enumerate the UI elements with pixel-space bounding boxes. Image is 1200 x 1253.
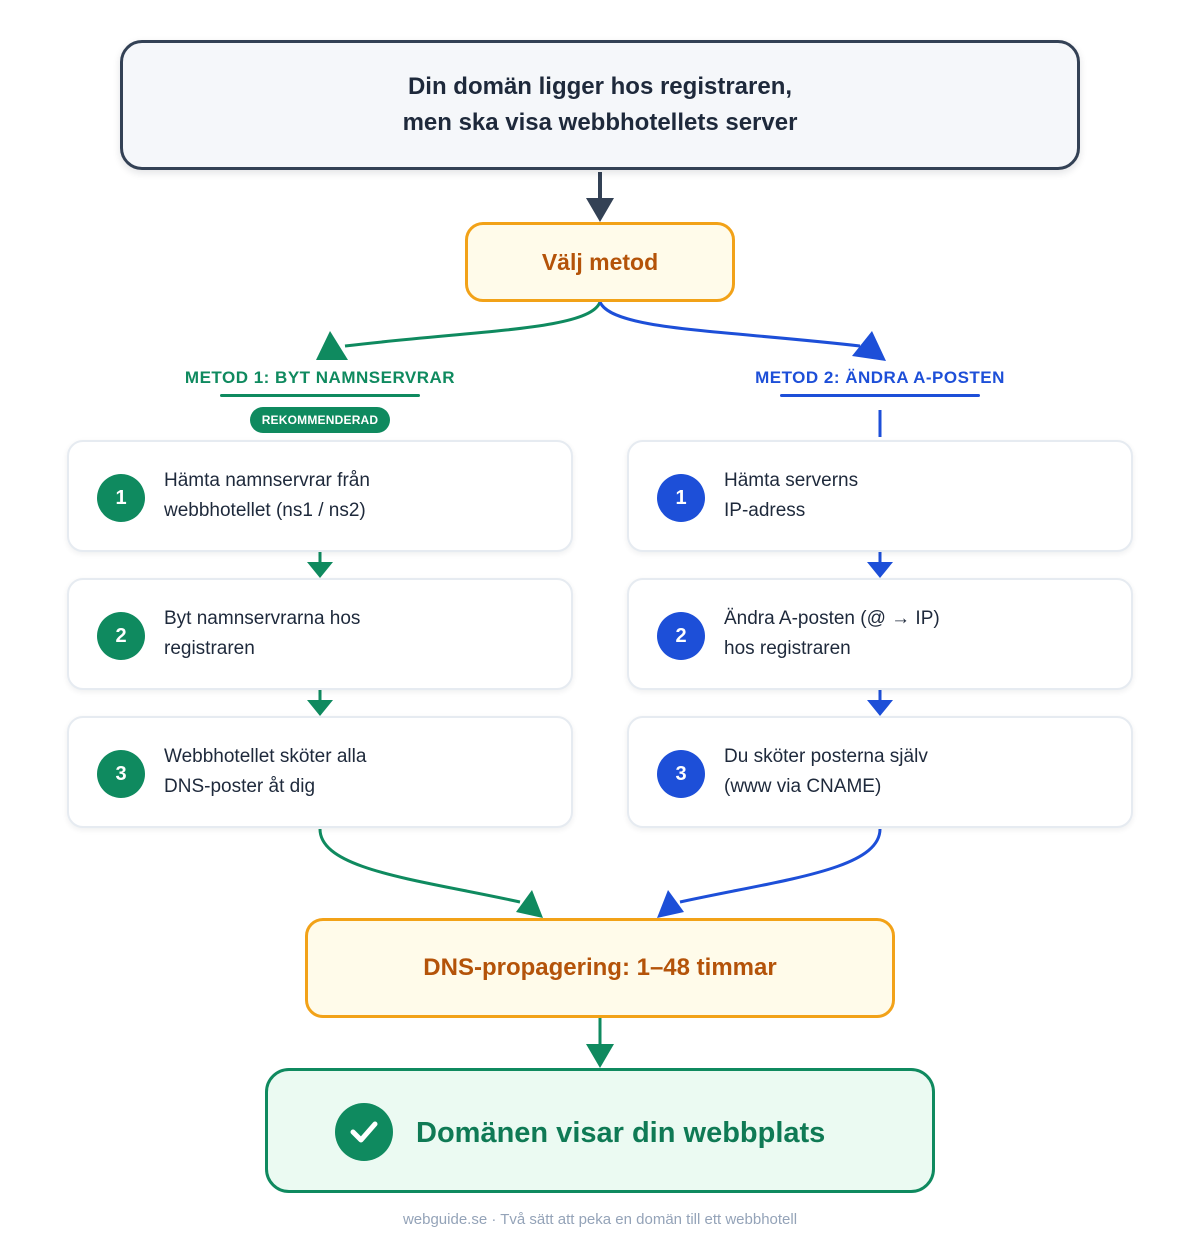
arrow-head-green-step3 [307,700,333,716]
method1-step-1: 1 Hämta namnservrar från webbhotellet (n… [67,440,573,552]
step-text: Du sköter posterna själv (www via CNAME) [724,742,1114,802]
result-box: Domänen visar din webbplats [265,1068,935,1193]
choose-method-label: Välj metod [541,248,659,275]
method2-step-1: 1 Hämta serverns IP-adress [627,440,1133,552]
arrow-head-method2 [852,331,886,361]
step-text-line1: Du sköter posterna själv [724,746,928,767]
step-number-badge: 3 [657,750,705,798]
arrow-head-method1 [316,331,348,360]
choose-method-box: Välj metod [465,222,735,302]
step-number-badge: 1 [97,474,145,522]
step-text-line2: hos registraren [724,638,851,659]
step-text: Hämta namnservrar från webbhotellet (ns1… [164,466,554,526]
dns-propagation-box: DNS-propagering: 1–48 timmar [305,918,895,1018]
arrow-method-to-method1 [344,301,602,348]
method2-underline [780,394,980,397]
step-text: Ändra A-posten (@ → IP) hos registraren [724,604,1114,664]
arrow-head-final [586,1044,614,1068]
step-text-line2: DNS-poster åt dig [164,776,316,797]
step-number-badge: 1 [657,474,705,522]
starting-situation-line2: men ska visa webbhotellets server [402,109,798,136]
arrow-head-top-to-method [586,198,614,222]
step-text-line1: Hämta namnservrar från [164,470,370,491]
dns-propagation-label: DNS-propagering: 1–48 timmar [423,954,777,981]
arrow-head-green-dns [516,890,543,918]
arrow-method-to-method2 [598,301,861,348]
method2-title: METOD 2: ÄNDRA A-POSTEN [755,368,1005,387]
step-text-line2: registraren [164,638,255,659]
step-text-line1: Ändra A-posten (@ → IP) [724,608,940,629]
arrow-green-to-dns [318,828,521,904]
result-label: Domänen visar din webbplats [416,1117,826,1149]
method2-step-2: 2 Ändra A-posten (@ → IP) hos registrare… [627,578,1133,690]
method1-step-2: 2 Byt namnservrarna hos registraren [67,578,573,690]
arrow-blue-to-dns [679,828,882,904]
step-text: Webbhotellet sköter alla DNS-poster åt d… [164,742,554,802]
arrow-head-blue-dns [657,890,684,918]
method1-step-3: 3 Webbhotellet sköter alla DNS-poster åt… [67,716,573,828]
step-text-line2: webbhotellet (ns1 / ns2) [164,500,366,521]
footer-caption: webguide.se · Två sätt att peka en domän… [402,1211,798,1228]
step-text-line1: Byt namnservrarna hos [164,608,361,629]
step-text-line2: (www via CNAME) [724,776,882,797]
method1-title: METOD 1: BYT NAMNSERVRAR [184,368,456,387]
method1-underline [220,394,420,397]
step-text-line2: IP-adress [724,500,806,521]
step-number-badge: 3 [97,750,145,798]
step-text: Byt namnservrarna hos registraren [164,604,554,664]
step-text: Hämta serverns IP-adress [724,466,1114,526]
step-number-badge: 2 [97,612,145,660]
step-text-line1: Hämta serverns [724,470,859,491]
step-text-line1: Webbhotellet sköter alla [164,746,367,767]
starting-situation-line1: Din domän ligger hos registraren, [407,73,793,100]
arrow-head-blue-step2 [867,562,893,578]
arrow-head-green-step2 [307,562,333,578]
starting-situation-box: Din domän ligger hos registraren, men sk… [120,40,1080,170]
recommended-badge: REKOMMENDERAD [250,407,390,433]
step-number-badge: 2 [657,612,705,660]
method2-step-3: 3 Du sköter posterna själv (www via CNAM… [627,716,1133,828]
arrow-head-blue-step3 [867,700,893,716]
checkmark-icon [335,1103,393,1161]
